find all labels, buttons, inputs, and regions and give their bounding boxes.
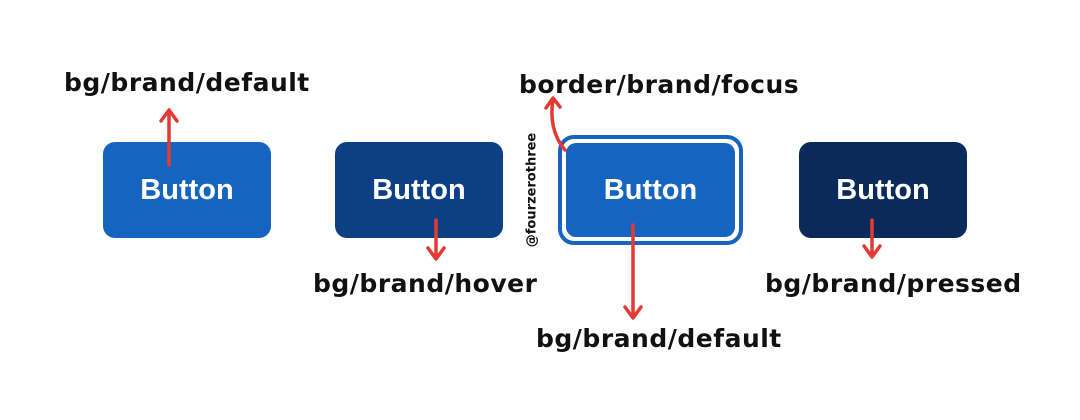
button-focus[interactable]: Button [566,143,735,237]
button-pressed-label: Button [836,173,930,206]
button-default-label: Button [140,173,234,206]
label-bg-brand-hover: bg/brand/hover [313,269,538,298]
watermark-handle: @fourzerothree [524,132,540,248]
label-bg-brand-default-top: bg/brand/default [64,68,310,97]
button-hover-label: Button [372,173,466,206]
label-bg-brand-pressed: bg/brand/pressed [765,269,1022,298]
button-default[interactable]: Button [103,142,271,238]
focus-ring [558,135,743,245]
label-border-brand-focus: border/brand/focus [519,70,800,99]
button-hover[interactable]: Button [335,142,503,238]
button-pressed[interactable]: Button [799,142,967,238]
button-focus-label: Button [603,173,698,206]
label-bg-brand-default-bottom: bg/brand/default [536,324,782,353]
